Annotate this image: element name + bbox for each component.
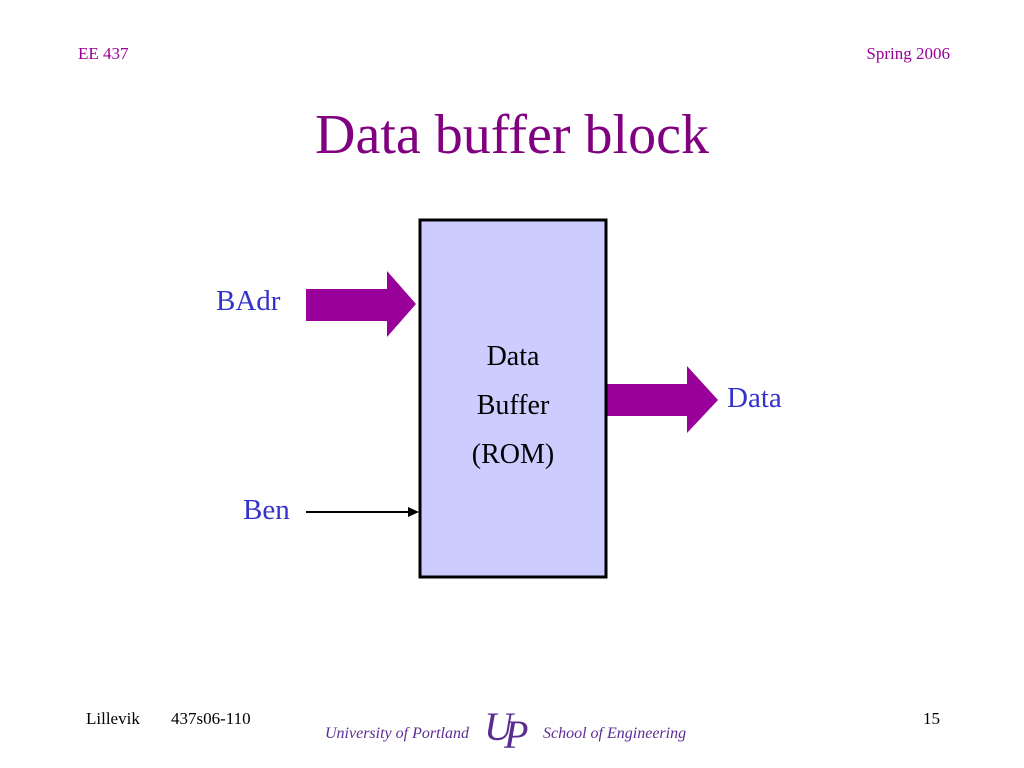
doc-id-label: 437s06-110 — [171, 709, 251, 728]
slide-title: Data buffer block — [315, 104, 709, 166]
svg-text:P: P — [503, 712, 528, 752]
svg-text:U: U — [484, 704, 516, 749]
data-bus-arrow — [607, 366, 718, 433]
badr-label: BAdr — [216, 285, 281, 317]
badr-bus-arrow — [306, 271, 416, 337]
data-output-label: Data — [727, 382, 782, 414]
page-number: 15 — [923, 709, 940, 728]
ben-arrowhead — [408, 507, 419, 517]
term-label: Spring 2006 — [866, 44, 950, 63]
up-logo-icon: U P — [484, 704, 528, 752]
data-buffer-block-label: Data Buffer (ROM) — [420, 332, 606, 479]
block-line-3: (ROM) — [471, 439, 555, 470]
block-line-1: Data — [486, 341, 540, 372]
block-line-2: Buffer — [476, 390, 550, 421]
author-label: Lillevik — [86, 709, 140, 728]
course-label: EE 437 — [78, 44, 129, 63]
logo-university-text: University of Portland — [325, 725, 469, 742]
ben-label: Ben — [243, 494, 290, 526]
logo-school-text: School of Engineering — [543, 725, 687, 742]
data-buffer-block — [418, 218, 608, 579]
